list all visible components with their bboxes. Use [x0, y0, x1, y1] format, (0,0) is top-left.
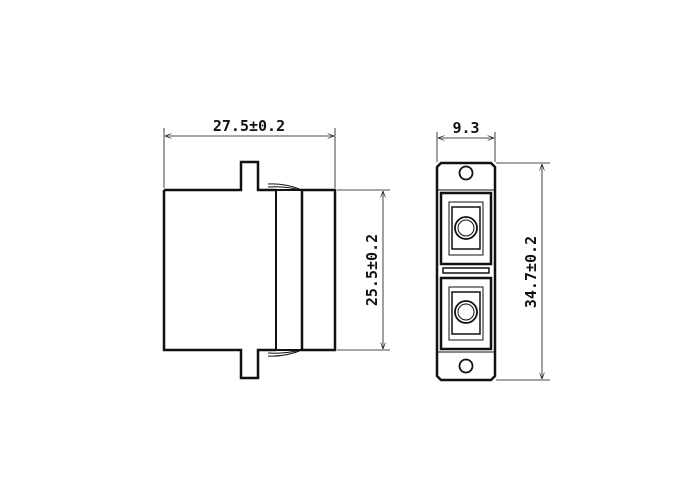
- adapter-body-outline: [162, 160, 276, 380]
- sc-port-top: [439, 191, 493, 266]
- front-view: [435, 132, 550, 382]
- spring-clip: [267, 183, 303, 357]
- mounting-hole-top: [458, 165, 474, 181]
- front-width-label: 9.3: [452, 119, 479, 137]
- front-width-dimension-line: [436, 132, 496, 162]
- height-dimension-line: [337, 189, 390, 351]
- side-width-label: 27.5±0.2: [213, 117, 285, 135]
- front-height-dimension-line: [496, 162, 550, 381]
- width-dimension-line: [163, 128, 336, 188]
- mounting-hole-bottom: [458, 358, 474, 374]
- front-plate-outline: [435, 161, 497, 382]
- flange-section: [275, 189, 303, 351]
- side-height-label: 25.5±0.2: [363, 234, 381, 306]
- side-view: [162, 128, 390, 380]
- front-height-label: 34.7±0.2: [522, 236, 540, 308]
- front-section: [300, 188, 337, 352]
- port-divider: [442, 267, 490, 274]
- sc-port-bottom: [439, 276, 493, 351]
